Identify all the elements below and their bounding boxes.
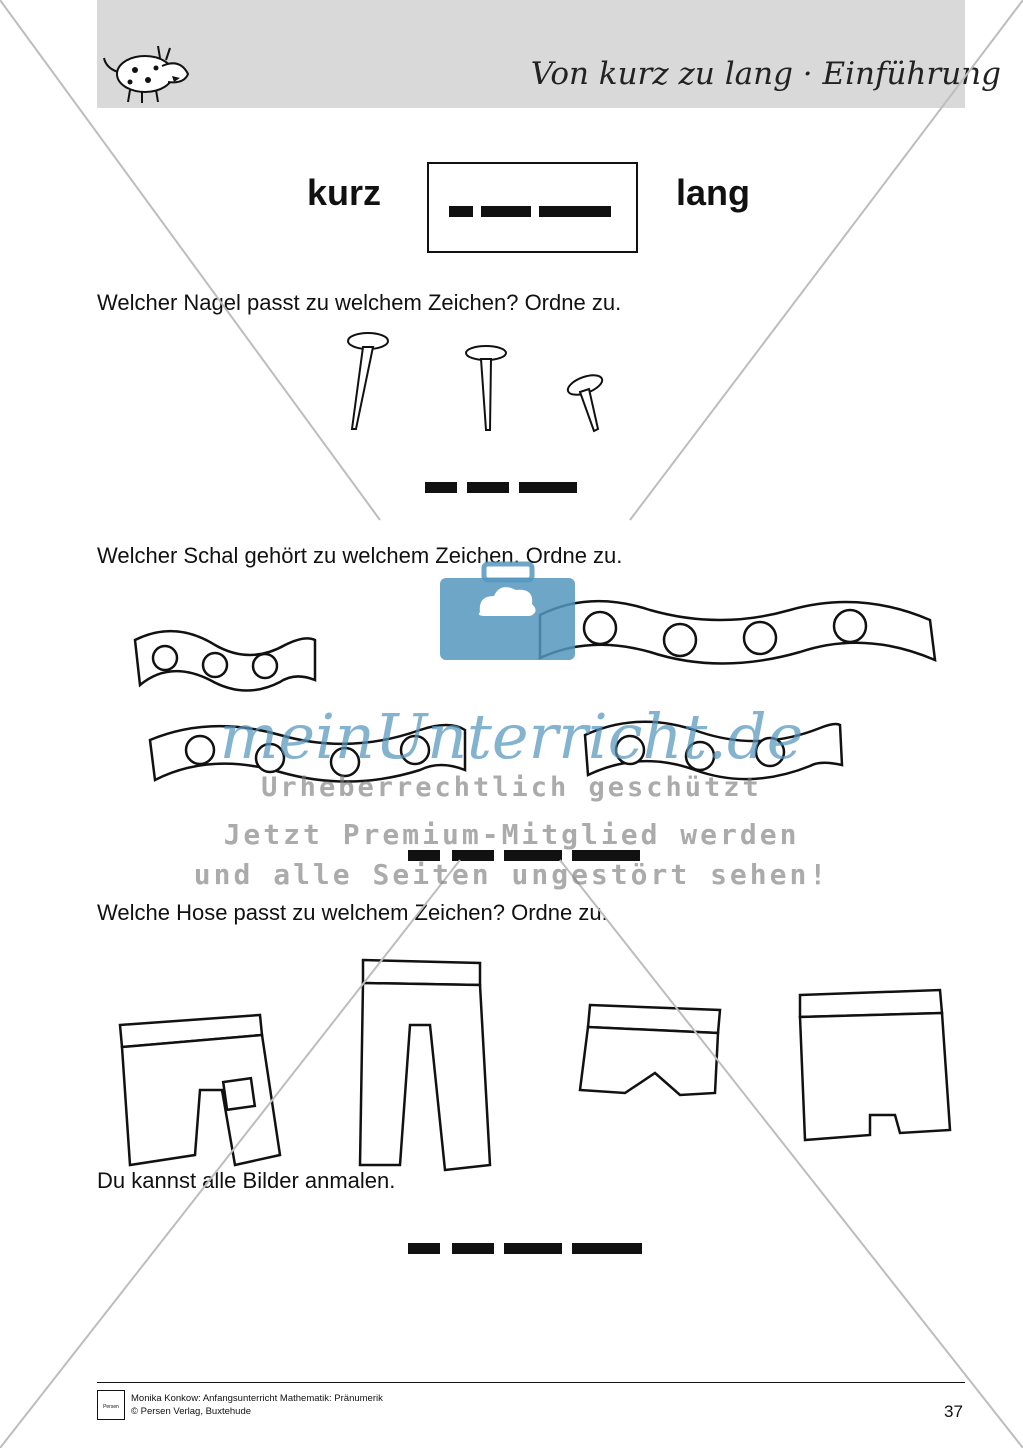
watermark-copyright: Urheberrechtlich geschützt bbox=[261, 772, 762, 803]
sign-long bbox=[504, 850, 562, 861]
sign-long bbox=[504, 1243, 562, 1254]
short-nail-icon bbox=[566, 374, 604, 433]
footer-publisher: © Persen Verlag, Buxtehude bbox=[131, 1406, 252, 1417]
watermark-brand: meinUnterricht.de bbox=[219, 700, 804, 773]
medium-nail-icon bbox=[465, 345, 507, 431]
long-pants-icon bbox=[358, 958, 492, 1172]
scarf-medium-icon bbox=[583, 720, 844, 781]
sign-medium bbox=[481, 206, 531, 217]
pants-signs bbox=[408, 1243, 648, 1255]
sign-medium bbox=[452, 1243, 494, 1254]
scarf-short-icon bbox=[133, 629, 317, 692]
watermark-premium-line2: und alle Seiten ungestört sehen! bbox=[193, 858, 830, 891]
pants-illustration bbox=[118, 958, 952, 1172]
sign-short bbox=[408, 1243, 440, 1254]
long-label: lang bbox=[676, 172, 751, 213]
knee-pants-icon bbox=[118, 1013, 282, 1167]
question-scarves: Welcher Schal gehört zu welchem Zeichen.… bbox=[97, 543, 623, 568]
worksheet-title: Von kurz zu lang · Einführung bbox=[530, 56, 1001, 92]
short-label: kurz bbox=[307, 172, 382, 213]
footer-author: Monika Konkow: Anfangsunterricht Mathema… bbox=[131, 1393, 383, 1404]
monster-mascot-icon bbox=[103, 45, 190, 103]
scarves-illustration bbox=[133, 599, 937, 783]
scarf-long-icon bbox=[538, 599, 937, 665]
briefs-icon bbox=[578, 1003, 722, 1097]
sign-medium bbox=[452, 850, 494, 861]
footer-divider bbox=[97, 1382, 965, 1383]
nail-signs bbox=[425, 482, 585, 494]
sign-short bbox=[408, 850, 440, 861]
publisher-logo: Persen bbox=[97, 1390, 125, 1420]
nails-illustration bbox=[347, 332, 604, 433]
publisher-logo-text: Persen bbox=[103, 1404, 119, 1410]
footer-credits: Monika Konkow: Anfangsunterricht Mathema… bbox=[131, 1392, 383, 1418]
sign-longest bbox=[572, 850, 640, 861]
question-nails: Welcher Nagel passt zu welchem Zeichen? … bbox=[97, 290, 622, 315]
sign-medium bbox=[467, 482, 509, 493]
long-nail-icon bbox=[347, 332, 389, 430]
shorts-icon bbox=[798, 988, 952, 1142]
page-number: 37 bbox=[944, 1402, 963, 1421]
length-sign-box bbox=[427, 162, 638, 253]
scarf-medium-long-icon bbox=[148, 723, 467, 783]
sign-longest bbox=[572, 1243, 642, 1254]
scarf-signs bbox=[408, 850, 648, 862]
sign-long bbox=[539, 206, 611, 217]
sign-long bbox=[519, 482, 577, 493]
watermark-premium-line1: Jetzt Premium-Mitglied werden bbox=[223, 818, 800, 851]
sign-short bbox=[425, 482, 457, 493]
coloring-note: Du kannst alle Bilder anmalen. bbox=[97, 1168, 396, 1193]
question-pants: Welche Hose passt zu welchem Zeichen? Or… bbox=[97, 900, 608, 925]
sign-short bbox=[449, 206, 473, 217]
